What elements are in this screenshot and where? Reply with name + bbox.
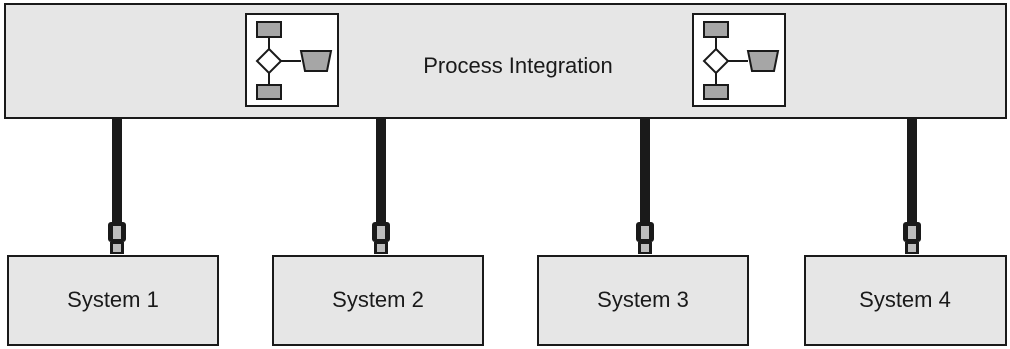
process-integration-label: Process Integration <box>423 53 613 78</box>
system-4-label: System 4 <box>859 287 951 312</box>
connector-1 <box>108 118 126 254</box>
system-3-label: System 3 <box>597 287 689 312</box>
process-flow-icon <box>245 13 339 107</box>
system-2-label: System 2 <box>332 287 424 312</box>
process-flow-icon <box>692 13 786 107</box>
system-4-box: System 4 <box>804 255 1007 346</box>
connector-3 <box>636 118 654 254</box>
connector-2 <box>372 118 390 254</box>
system-1-label: System 1 <box>67 287 159 312</box>
system-3-box: System 3 <box>537 255 749 346</box>
system-2-box: System 2 <box>272 255 484 346</box>
connector-4 <box>903 118 921 254</box>
system-1-box: System 1 <box>7 255 219 346</box>
process-integration-box <box>4 3 1007 119</box>
